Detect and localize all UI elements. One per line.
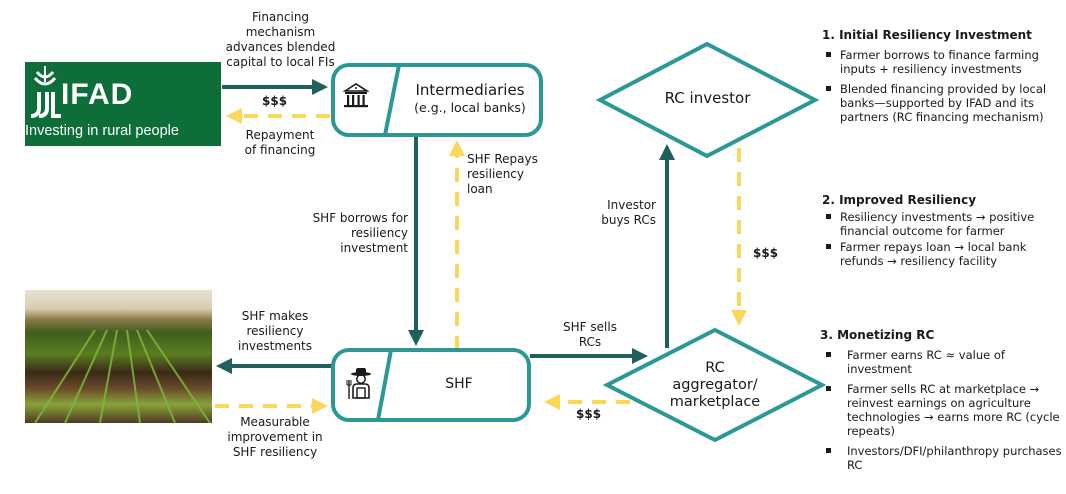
investor-money-label: $$$ — [753, 246, 779, 260]
aggregator-money-label: $$$ — [576, 407, 602, 421]
panel-title: 3. Monetizing RC — [820, 328, 935, 342]
panel-item: Farmer repays loan → local bank refunds … — [822, 240, 1062, 268]
shf-sells-line: SHF sells — [563, 320, 617, 334]
investor-buys-line: buys RCs — [601, 213, 656, 227]
wheat-icon — [30, 66, 61, 118]
intermediaries-label: Intermediaries (e.g., local banks) — [400, 82, 540, 116]
shf-makes-label: SHF makes resiliency investments — [225, 309, 325, 354]
shf-repays-label: SHF Repays resiliency loan — [467, 152, 557, 197]
panel-item-text: Farmer repays loan → local bank refunds … — [840, 240, 1027, 268]
shf-borrows-label: SHF borrows for resiliency investment — [290, 211, 408, 256]
panel-title: 2. Improved Resiliency — [822, 193, 977, 207]
panel-improved-resiliency: 2. Improved Resiliency Resiliency invest… — [822, 193, 1062, 274]
farmer-icon — [346, 368, 371, 399]
bullet-icon — [826, 86, 831, 91]
rc-aggregator-node — [602, 327, 827, 443]
measurable-line: Measurable — [240, 415, 310, 429]
ifad-wordmark: IFAD — [61, 78, 134, 111]
panel-title: 1. Initial Resiliency Investment — [822, 28, 1032, 42]
rc-aggregator-line2: aggregator/ — [672, 377, 758, 393]
bank-icon — [342, 83, 370, 108]
panel-item-text: Farmer borrows to finance farming inputs… — [840, 48, 1039, 76]
intermediaries-subtitle: (e.g., local banks) — [414, 100, 526, 115]
panel-item-text: Farmer earns RC ≈ value of investment — [847, 348, 1005, 376]
shf-borrows-line: SHF borrows for — [312, 211, 408, 225]
panel-item-text: Investors/DFI/philanthropy purchases RC — [847, 444, 1062, 472]
repayment-label: Repayment of financing — [230, 128, 330, 158]
panel-item: Resiliency investments → positive financ… — [822, 210, 1062, 238]
measurable-label: Measurable improvement in SHF resiliency — [220, 415, 330, 460]
panel-monetizing-rc: 3. Monetizing RC Farmer earns RC ≈ value… — [820, 328, 1062, 478]
bullet-icon — [826, 386, 831, 391]
shf-sells-line: RCs — [578, 335, 602, 349]
rc-investor-node — [595, 41, 820, 159]
investor-buys-line: Investor — [607, 198, 656, 212]
panel-item-text: Blended financing provided by local bank… — [840, 82, 1047, 124]
shf-node — [331, 348, 531, 422]
shf-makes-line: investments — [237, 339, 312, 353]
repayment-line: Repayment — [245, 128, 315, 142]
financing-line: Financing — [251, 10, 310, 24]
financing-line: capital to local FIs — [226, 55, 335, 69]
shf-repays-line: SHF Repays — [467, 152, 538, 166]
intermediaries-title: Intermediaries — [415, 81, 525, 99]
ifad-logo: IFAD Investing in rural people — [25, 62, 221, 146]
shf-label: SHF — [445, 376, 473, 392]
shf-repays-line: resiliency — [467, 167, 524, 181]
ifad-money-label: $$$ — [262, 94, 288, 108]
rc-investor-label: RC investor — [664, 89, 751, 107]
financing-line: mechanism — [245, 25, 316, 39]
bullet-icon — [826, 448, 831, 453]
measurable-line: improvement in — [227, 430, 323, 444]
financing-label: Financing mechanism advances blended cap… — [218, 10, 343, 70]
shf-makes-line: resiliency — [246, 324, 304, 338]
bullet-icon — [826, 352, 831, 357]
bullet-icon — [826, 214, 831, 219]
shf-makes-line: SHF makes — [241, 309, 309, 323]
shf-sells-label: SHF sells RCs — [545, 320, 635, 350]
rc-aggregator-line1: RC — [705, 360, 725, 376]
bullet-icon — [826, 52, 831, 57]
financing-line: advances blended — [225, 40, 336, 54]
rc-aggregator-line3: marketplace — [669, 394, 761, 410]
panel-item: Farmer earns RC ≈ value of investment — [820, 348, 1062, 376]
shf-repays-line: loan — [467, 182, 493, 196]
panel-item: Farmer sells RC at marketplace → reinves… — [820, 382, 1062, 438]
panel-item: Farmer borrows to finance farming inputs… — [822, 48, 1062, 76]
rc-aggregator-label: RC aggregator/ marketplace — [645, 360, 785, 411]
ifad-tagline: Investing in rural people — [25, 123, 179, 139]
shf-borrows-line: investment — [340, 241, 408, 255]
panel-item: Investors/DFI/philanthropy purchases RC — [820, 444, 1062, 472]
bullet-icon — [826, 244, 831, 249]
intermediaries-node — [331, 63, 543, 137]
panel-item-text: Farmer sells RC at marketplace → reinves… — [847, 382, 1060, 438]
panel-initial-resiliency: 1. Initial Resiliency Investment Farmer … — [822, 28, 1062, 130]
repayment-line: of financing — [244, 143, 316, 157]
crop-field-image — [25, 290, 212, 423]
investor-buys-label: Investor buys RCs — [580, 198, 656, 228]
panel-item: Blended financing provided by local bank… — [822, 82, 1062, 124]
shf-borrows-line: resiliency — [351, 226, 408, 240]
panel-item-text: Resiliency investments → positive financ… — [840, 210, 1035, 238]
measurable-line: SHF resiliency — [232, 445, 318, 459]
